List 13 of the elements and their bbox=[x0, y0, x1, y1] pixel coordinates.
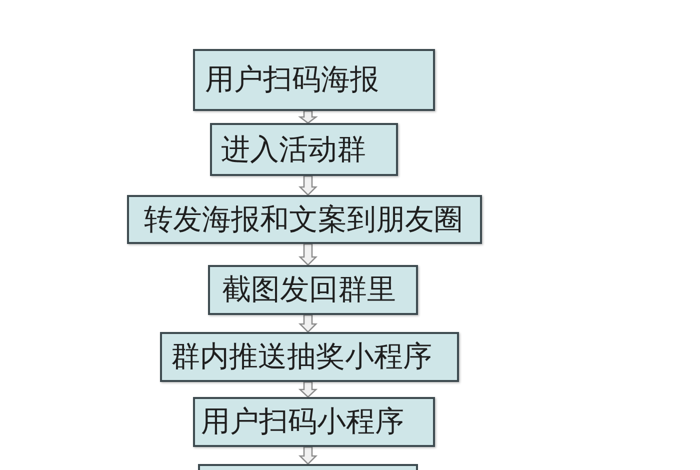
process-box: 用户扫码海报 bbox=[193, 49, 435, 111]
arrow bbox=[298, 175, 318, 196]
arrow bbox=[298, 110, 318, 124]
arrow bbox=[298, 381, 318, 398]
process-box bbox=[198, 464, 418, 470]
process-box: 截图发回群里 bbox=[208, 265, 418, 315]
process-box: 群内推送抽奖小程序 bbox=[160, 332, 459, 382]
arrow bbox=[298, 314, 318, 333]
arrow bbox=[298, 243, 318, 266]
process-box: 用户扫码小程序 bbox=[193, 397, 435, 447]
arrow bbox=[298, 446, 318, 465]
process-box: 进入活动群 bbox=[210, 123, 398, 176]
process-box: 转发海报和文案到朋友圈 bbox=[127, 195, 482, 244]
